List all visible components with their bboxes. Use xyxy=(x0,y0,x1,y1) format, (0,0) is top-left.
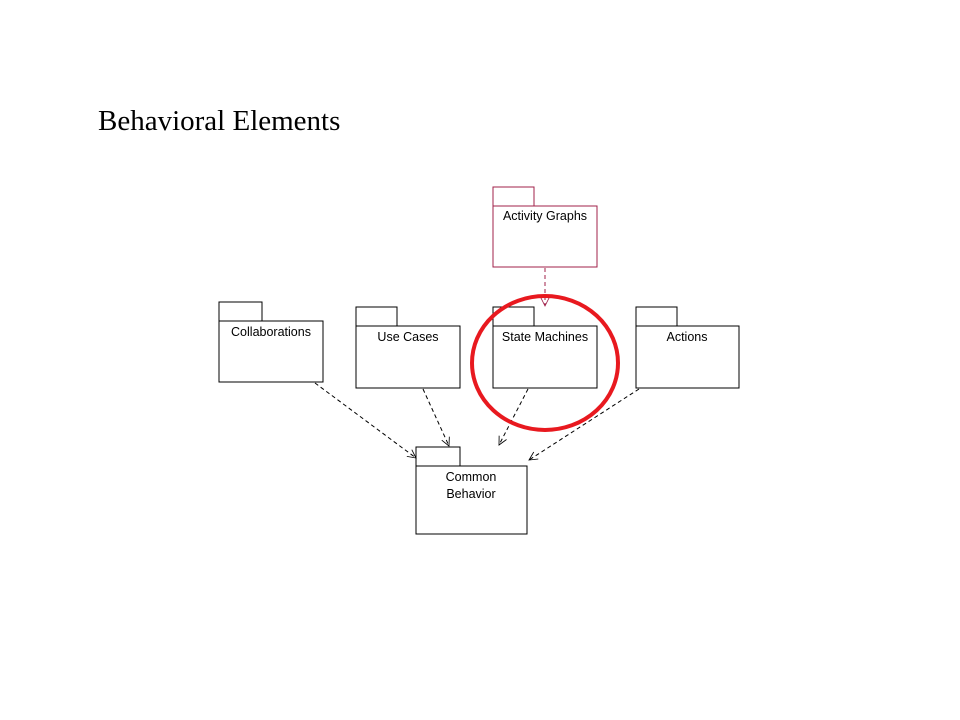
package-label: Collaborations xyxy=(231,325,311,339)
package-tab xyxy=(492,186,535,207)
package-body xyxy=(415,465,528,535)
package-activity-graphs[interactable]: Activity Graphs xyxy=(492,186,598,268)
package-body xyxy=(218,320,324,383)
dependency-collaborations-to-common-behavior xyxy=(314,382,416,458)
package-tab xyxy=(218,301,263,322)
package-body xyxy=(635,325,740,389)
dependency-use-cases-to-common-behavior xyxy=(422,388,449,446)
package-tab xyxy=(635,306,678,327)
package-actions[interactable]: Actions xyxy=(635,306,740,389)
package-common-behavior[interactable]: Common Behavior xyxy=(415,446,528,535)
package-label-line-2: Behavior xyxy=(446,487,495,501)
package-label: State Machines xyxy=(502,330,588,344)
package-use-cases[interactable]: Use Cases xyxy=(355,306,461,389)
package-state-machines[interactable]: State Machines xyxy=(492,306,598,389)
package-tab xyxy=(355,306,398,327)
package-tab xyxy=(415,446,461,467)
package-body xyxy=(355,325,461,389)
package-body xyxy=(492,205,598,268)
package-label: Actions xyxy=(667,330,708,344)
package-label: Activity Graphs xyxy=(503,209,587,223)
package-label-line-1: Common xyxy=(446,470,497,484)
dependency-actions-to-common-behavior xyxy=(529,388,640,460)
package-body xyxy=(492,325,598,389)
page-title: Behavioral Elements xyxy=(98,105,341,137)
dependency-state-machines-to-common-behavior xyxy=(498,388,529,445)
package-label: Use Cases xyxy=(377,330,438,344)
highlight-circle xyxy=(470,294,620,432)
package-collaborations[interactable]: Collaborations xyxy=(218,301,324,383)
